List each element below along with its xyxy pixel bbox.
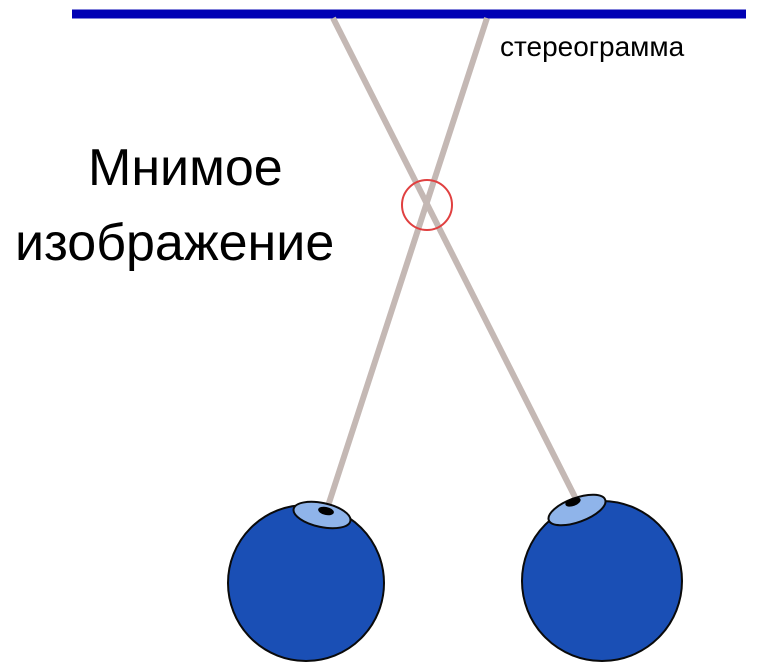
stereogram-label: стереограмма	[500, 31, 685, 62]
left-eye-sight-line	[324, 17, 490, 510]
virtual-image-label-line1: Мнимое	[88, 139, 283, 197]
left-iris	[292, 500, 352, 530]
left-eyeball	[227, 504, 385, 662]
right-eye-icon	[521, 493, 683, 662]
left-pupil	[318, 506, 334, 516]
right-pupil	[565, 497, 581, 507]
left-eye-icon	[227, 500, 385, 662]
right-eyeball	[521, 500, 683, 662]
virtual-image-label-line2: изображение	[15, 214, 334, 272]
intersection-marker-icon	[401, 179, 453, 231]
right-eye-sight-line	[330, 16, 578, 499]
